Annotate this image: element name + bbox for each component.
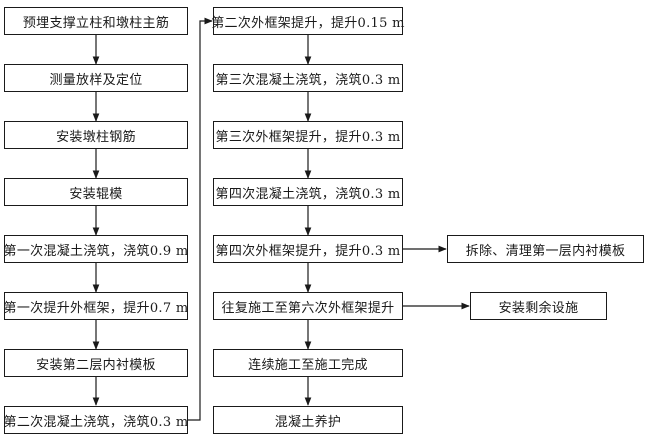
branch-install-remaining-facilities: 安装剩余设施 — [470, 292, 607, 320]
step-third-pour: 第三次混凝土浇筑，浇筑0.3 m — [213, 64, 403, 92]
step-second-pour: 第二次混凝土浇筑，浇筑0.3 m — [4, 406, 188, 434]
step-install-second-liner: 安装第二层内衬模板 — [4, 349, 188, 377]
step-survey-layout: 测量放样及定位 — [4, 64, 188, 92]
step-concrete-curing: 混凝土养护 — [213, 406, 403, 434]
step-fourth-lift: 第四次外框架提升，提升0.3 m — [213, 235, 403, 263]
step-first-lift: 第一次提升外框架，提升0.7 m — [4, 292, 188, 320]
branch-remove-first-liner: 拆除、清理第一层内衬模板 — [447, 235, 644, 263]
step-repeat-to-sixth-lift: 往复施工至第六次外框架提升 — [213, 292, 403, 320]
step-fourth-pour: 第四次混凝土浇筑，浇筑0.3 m — [213, 178, 403, 206]
step-install-roller-form: 安装辊模 — [4, 178, 188, 206]
step-second-lift: 第二次外框架提升，提升0.15 m — [211, 7, 404, 35]
step-install-pier-rebar: 安装墩柱钢筋 — [4, 121, 188, 149]
step-third-lift: 第三次外框架提升，提升0.3 m — [213, 121, 403, 149]
step-first-pour: 第一次混凝土浇筑，浇筑0.9 m — [4, 235, 188, 263]
step-continue-to-completion: 连续施工至施工完成 — [213, 349, 403, 377]
step-embed-columns-rebar: 预埋支撑立柱和墩柱主筋 — [4, 7, 188, 35]
